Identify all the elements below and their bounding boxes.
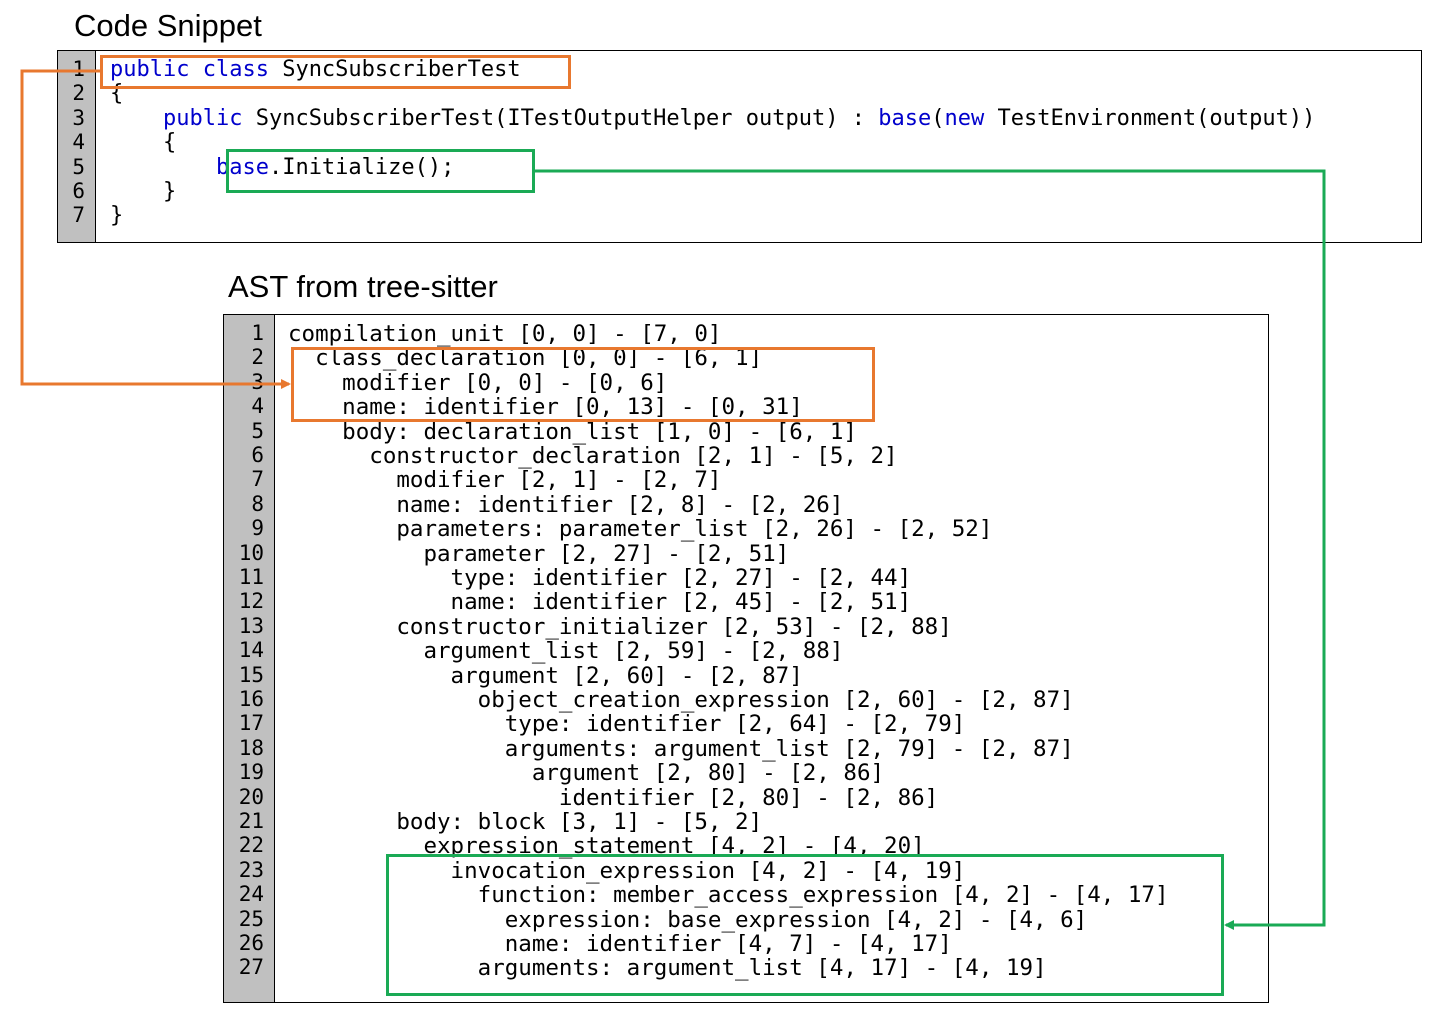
code-text: }: [110, 179, 177, 204]
ast-line-number: 2: [251, 345, 264, 370]
ast-line-number: 17: [238, 711, 264, 736]
code-line-number: 5: [72, 154, 85, 179]
ast-line: identifier [2, 80] - [2, 86]: [288, 784, 939, 811]
code-text: SyncSubscriberTest: [268, 57, 521, 82]
code-keyword: new: [944, 105, 985, 131]
ast-line-number: 21: [238, 809, 264, 833]
initialize-call-highlight-code: [226, 149, 535, 193]
ast-line: body: declaration_list [1, 0] - [6, 1]: [288, 418, 857, 445]
code-line-number: 1: [72, 57, 85, 81]
code-text: {: [110, 130, 177, 156]
ast-line-number: 12: [238, 589, 264, 614]
ast-line-number: 6: [251, 443, 264, 467]
ast-line: argument_list [2, 59] - [2, 88]: [288, 638, 844, 665]
code-text: [110, 106, 163, 131]
ast-line-number: 27: [238, 955, 264, 980]
ast-line-number: 16: [238, 687, 264, 711]
ast-line: name: identifier [2, 8] - [2, 26]: [288, 491, 844, 518]
code-line: }: [110, 205, 123, 227]
class-declaration-highlight-ast: [291, 347, 875, 422]
ast-line-number: 3: [251, 369, 264, 394]
ast-line-number: 22: [238, 833, 264, 858]
ast-line-number: 26: [238, 931, 264, 955]
ast-line: constructor_declaration [2, 1] - [5, 2]: [288, 443, 898, 469]
ast-line-number: 8: [251, 491, 264, 516]
ast-line-number: 5: [251, 418, 264, 443]
ast-line: body: block [3, 1] - [5, 2]: [288, 809, 763, 835]
code-text: [110, 155, 216, 180]
ast-line: argument [2, 60] - [2, 87]: [288, 662, 803, 689]
code-line-number: 4: [72, 130, 85, 155]
ast-title: AST from tree-sitter: [228, 269, 498, 304]
ast-line: constructor_initializer [2, 53] - [2, 88…: [288, 613, 952, 640]
ast-line-number: 13: [238, 613, 264, 638]
code-text: }: [110, 203, 124, 229]
ast-line-number: 20: [238, 784, 264, 809]
ast-line-number: 4: [251, 394, 264, 419]
code-line: {: [110, 132, 176, 154]
ast-line: type: identifier [2, 27] - [2, 44]: [288, 565, 912, 591]
ast-line-number: 1: [251, 321, 264, 345]
code-snippet-title: Code Snippet: [74, 8, 262, 43]
ast-line-number: 18: [238, 735, 264, 760]
code-text: .Initialize();: [268, 154, 455, 180]
ast-line: name: identifier [2, 45] - [2, 51]: [288, 589, 912, 616]
code-line-number: 3: [72, 105, 85, 130]
code-line: }: [110, 181, 176, 203]
ast-line: name: identifier [4, 7] - [4, 17]: [288, 931, 952, 957]
ast-line-number: 14: [238, 638, 264, 663]
ast-line-number: 25: [238, 906, 264, 931]
code-line-number: 2: [72, 81, 85, 106]
ast-line: arguments: argument_list [4, 17] - [4, 1…: [288, 955, 1047, 982]
ast-line: object_creation_expression [2, 60] - [2,…: [288, 687, 1074, 713]
ast-line: type: identifier [2, 64] - [2, 79]: [288, 711, 966, 738]
ast-line-number: 10: [238, 540, 264, 565]
ast-line-number: 7: [251, 467, 264, 492]
ast-line: parameter [2, 27] - [2, 51]: [288, 540, 790, 567]
code-text: TestEnvironment(output)): [984, 105, 1316, 131]
code-line-number: 7: [72, 203, 85, 228]
ast-line: modifier [2, 1] - [2, 7]: [288, 467, 722, 494]
code-line: public SyncSubscriberTest(ITestOutputHel…: [110, 105, 1316, 131]
invocation-expression-highlight-ast: [386, 854, 1224, 996]
ast-line: parameters: parameter_list [2, 26] - [2,…: [288, 516, 993, 543]
ast-line-number: 23: [238, 857, 264, 882]
ast-line-number: 9: [251, 516, 264, 541]
code-keyword: public: [162, 105, 243, 131]
ast-line-number: 15: [238, 662, 264, 687]
code-line-number: 6: [72, 179, 85, 203]
class-declaration-highlight-code: [100, 55, 571, 89]
ast-line: compilation_unit [0, 0] - [7, 0]: [288, 321, 722, 347]
ast-line: argument [2, 80] - [2, 86]: [288, 760, 885, 787]
ast-line-number: 24: [238, 882, 264, 907]
ast-line-number: 11: [238, 565, 264, 589]
ast-line-number: 19: [238, 760, 264, 785]
ast-line: arguments: argument_list [2, 79] - [2, 8…: [288, 735, 1074, 762]
code-keyword: base: [878, 105, 932, 131]
code-text: SyncSubscriberTest(ITestOutputHelper out…: [242, 105, 879, 131]
code-text: (: [931, 105, 945, 131]
